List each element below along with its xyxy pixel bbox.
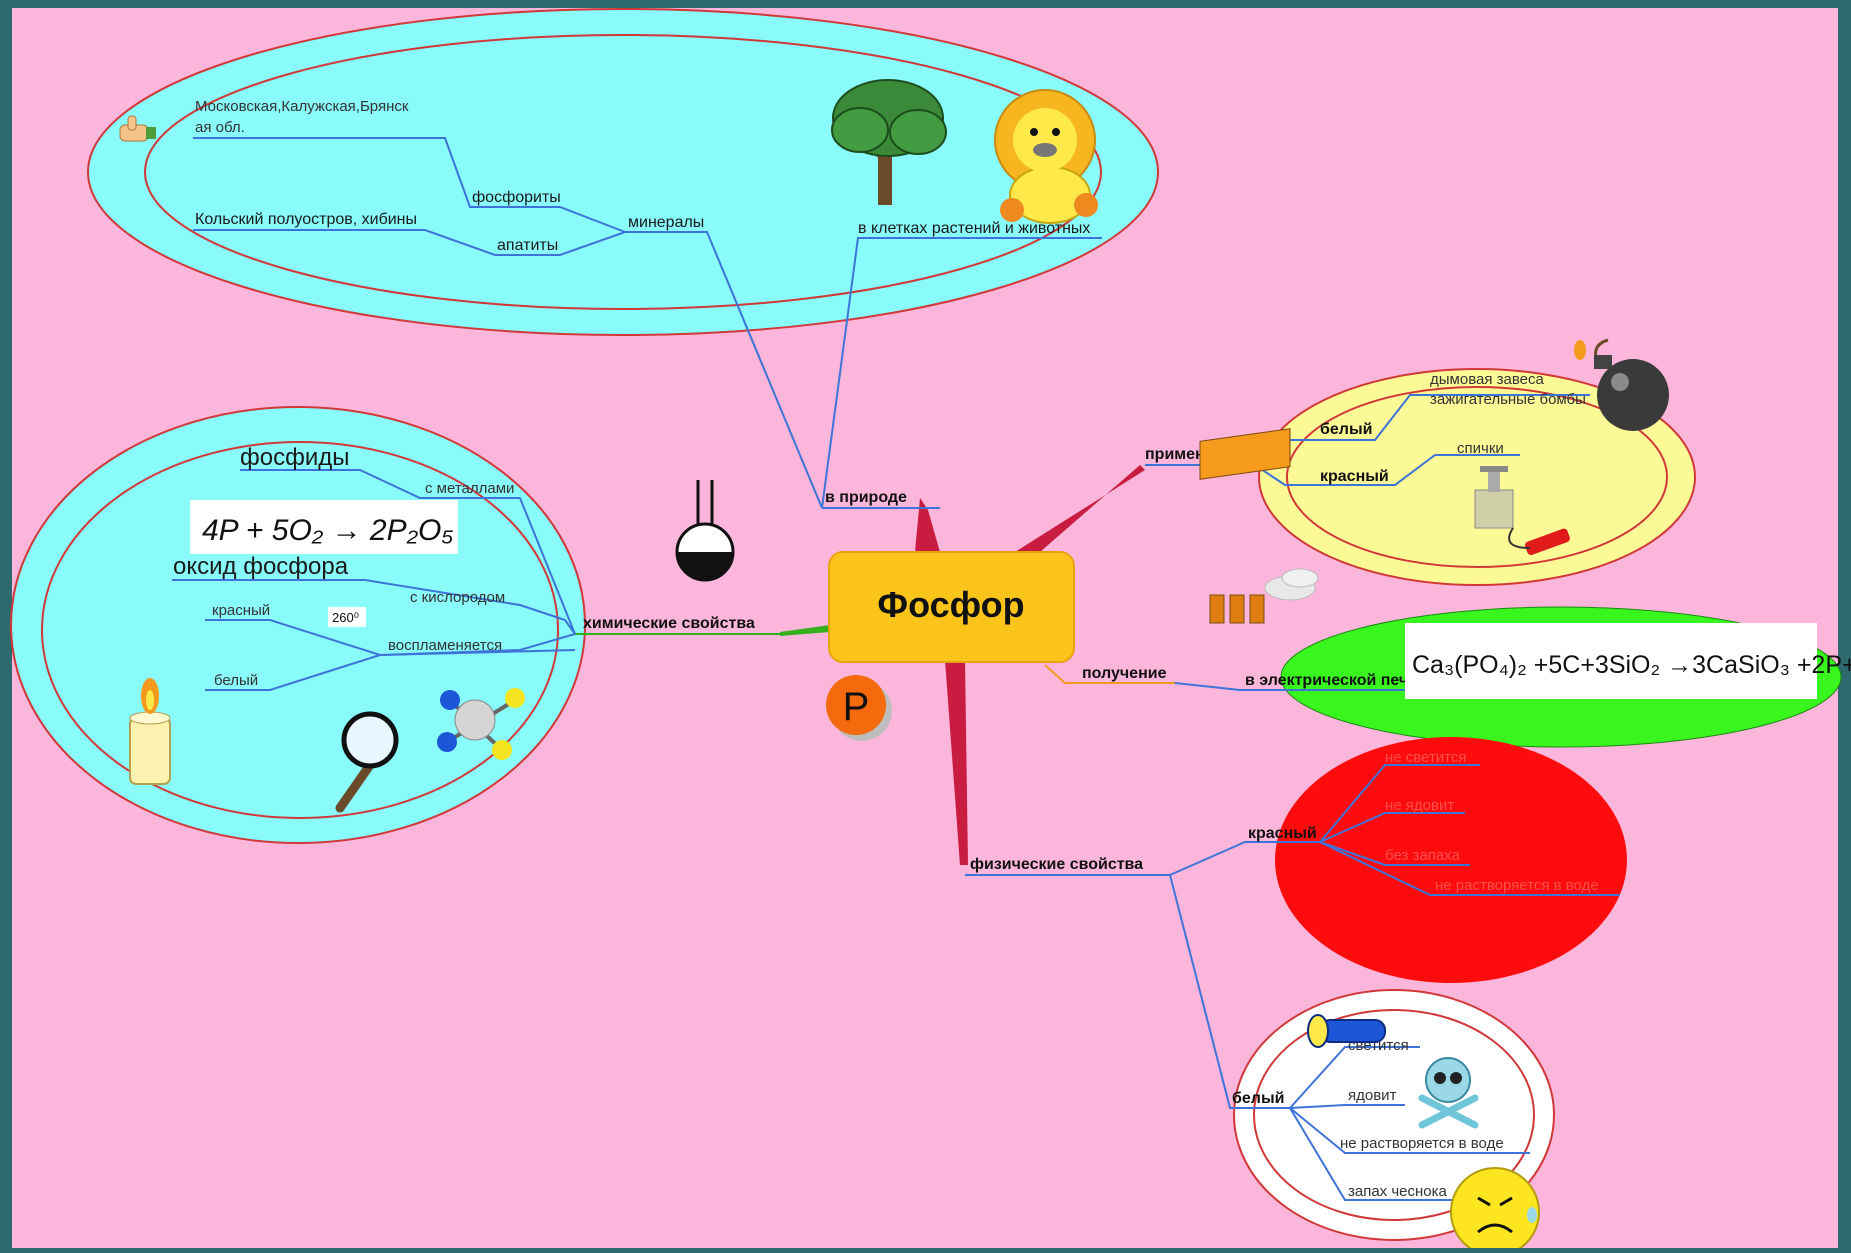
phys-red-label: красный <box>1248 825 1317 842</box>
furnace-icon <box>1199 428 1319 624</box>
chem-white-label: белый <box>214 672 258 689</box>
detonator-icon <box>1474 466 1570 555</box>
production-equation-text: Ca₃(PO₄)₂ +5C+3SiO₂ →3CaSiO₃ +2P+5CO↑ <box>1412 651 1851 679</box>
production-equation: Ca₃(PO₄)₂ +5C+3SiO₂ →3CaSiO₃ +2P+5CO↑ <box>1405 623 1851 699</box>
app-red-label: красный <box>1320 468 1389 485</box>
smoke-label: дымовая завеса <box>1430 371 1544 388</box>
region-1-line1: Московская,Калужская,Брянск <box>195 98 409 115</box>
region-1-line2: ая обл. <box>195 119 245 136</box>
bomb-icon <box>1574 338 1669 431</box>
skull-icon <box>1418 1057 1479 1129</box>
phosphides-label: фосфиды <box>240 444 350 471</box>
badge-letter: P <box>843 685 870 729</box>
incendiary-label: зажигательные бомбы <box>1430 391 1586 408</box>
combustion-equation: 4P + 5O₂ → 2P₂O₅ <box>190 500 458 554</box>
center-label: Фосфор <box>877 584 1024 625</box>
branch-to-physical <box>945 660 968 865</box>
with-oxygen-label: с кислородом <box>410 589 505 606</box>
minerals-label: минералы <box>628 214 704 231</box>
furnace-label: в электрической печи <box>1245 672 1418 689</box>
app-white-label: белый <box>1320 421 1372 438</box>
application-bubble <box>1258 368 1696 586</box>
tree-icon <box>831 79 947 205</box>
magnifier-icon <box>335 711 399 813</box>
branch-to-nature <box>915 498 940 552</box>
phys-white-item: ядовит <box>1348 1087 1397 1104</box>
branch-to-application <box>1015 465 1145 552</box>
candle-icon <box>129 678 171 785</box>
phys-red-item: не светится <box>1385 749 1467 766</box>
phys-white-label: белый <box>1232 1090 1284 1107</box>
apatites-label: апатиты <box>497 237 558 254</box>
phosphorites-label: фосфориты <box>472 189 561 206</box>
connectors <box>172 137 1620 1201</box>
combustion-equation-text: 4P + 5O₂ → 2P₂O₅ <box>202 514 453 547</box>
temperature-tag: 260⁰ <box>328 607 366 627</box>
chem-red-label: красный <box>212 602 270 619</box>
center-node[interactable]: Фосфор <box>828 551 1075 663</box>
lion-icon <box>994 89 1098 224</box>
temperature-value: 260⁰ <box>332 610 359 625</box>
ignites-label: воспламеняется <box>388 637 502 654</box>
phys-red-item: без запаха <box>1385 847 1460 864</box>
nature-label: в природе <box>825 489 907 506</box>
region-2: Кольский полуостров, хибины <box>195 211 417 228</box>
phys-red-item: не растворяется в воде <box>1435 877 1599 894</box>
oxide-label: оксид фосфора <box>173 553 349 580</box>
nature-bubble <box>87 8 1159 336</box>
branch-to-chemical <box>780 625 830 636</box>
phosphorus-badge: P <box>826 675 892 741</box>
chemical-bubble <box>10 406 586 844</box>
molecule-icon <box>437 688 525 760</box>
cells-label: в клетках растений и животных <box>858 220 1090 237</box>
matches-label: спички <box>1457 440 1504 457</box>
flashlight-icon <box>1307 1014 1386 1048</box>
physical-label: физические свойства <box>970 856 1143 873</box>
flask-icon <box>675 480 735 582</box>
sad-face-icon <box>1450 1167 1540 1253</box>
phys-red-item: не ядовит <box>1385 797 1454 814</box>
with-metals-label: с металлами <box>425 480 514 497</box>
production-label: получение <box>1082 665 1167 682</box>
red-phosphorus-bubble <box>1275 737 1627 983</box>
phys-white-item: не растворяется в воде <box>1340 1135 1504 1152</box>
hand-icon <box>119 115 156 142</box>
phys-white-item: запах чеснока <box>1348 1183 1448 1200</box>
chemical-label: химические свойства <box>583 615 755 632</box>
